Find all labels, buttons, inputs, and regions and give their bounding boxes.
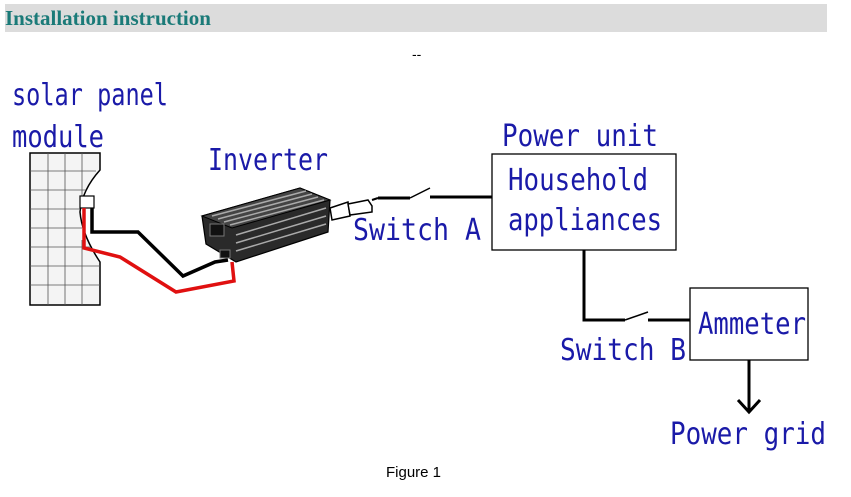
black-wire: [90, 208, 229, 279]
ac-plug-image: [329, 197, 379, 221]
switch-b-lever: [624, 311, 649, 321]
appliances-label-line1: Household: [508, 163, 648, 198]
appliances-label-line2: appliances: [508, 203, 662, 238]
solar-panel-label-line2: module: [12, 120, 104, 155]
red-wire: [82, 208, 236, 294]
switch-b-label: Switch B: [560, 333, 686, 368]
power-unit-label: Power unit: [502, 119, 658, 154]
grid-arrow-head: [736, 398, 762, 415]
switch-a-lever: [409, 187, 431, 199]
header-bar: [5, 4, 827, 32]
solar-panel-label-line1: solar panel: [12, 78, 168, 113]
switch-b-line: [582, 250, 625, 322]
appliances-box: [491, 153, 677, 251]
inverter-image: [200, 187, 332, 263]
figure-caption: Figure 1: [386, 464, 442, 481]
page-title: Installation instruction: [5, 6, 211, 30]
separator-dashes: --: [412, 46, 422, 62]
ammeter-label: Ammeter: [698, 307, 806, 342]
power-grid-label: Power grid: [670, 417, 826, 452]
solar-panel-image: [29, 152, 101, 306]
inverter-label: Inverter: [208, 143, 328, 178]
ammeter-box: [689, 287, 809, 361]
switch-a-label: Switch A: [353, 213, 481, 248]
